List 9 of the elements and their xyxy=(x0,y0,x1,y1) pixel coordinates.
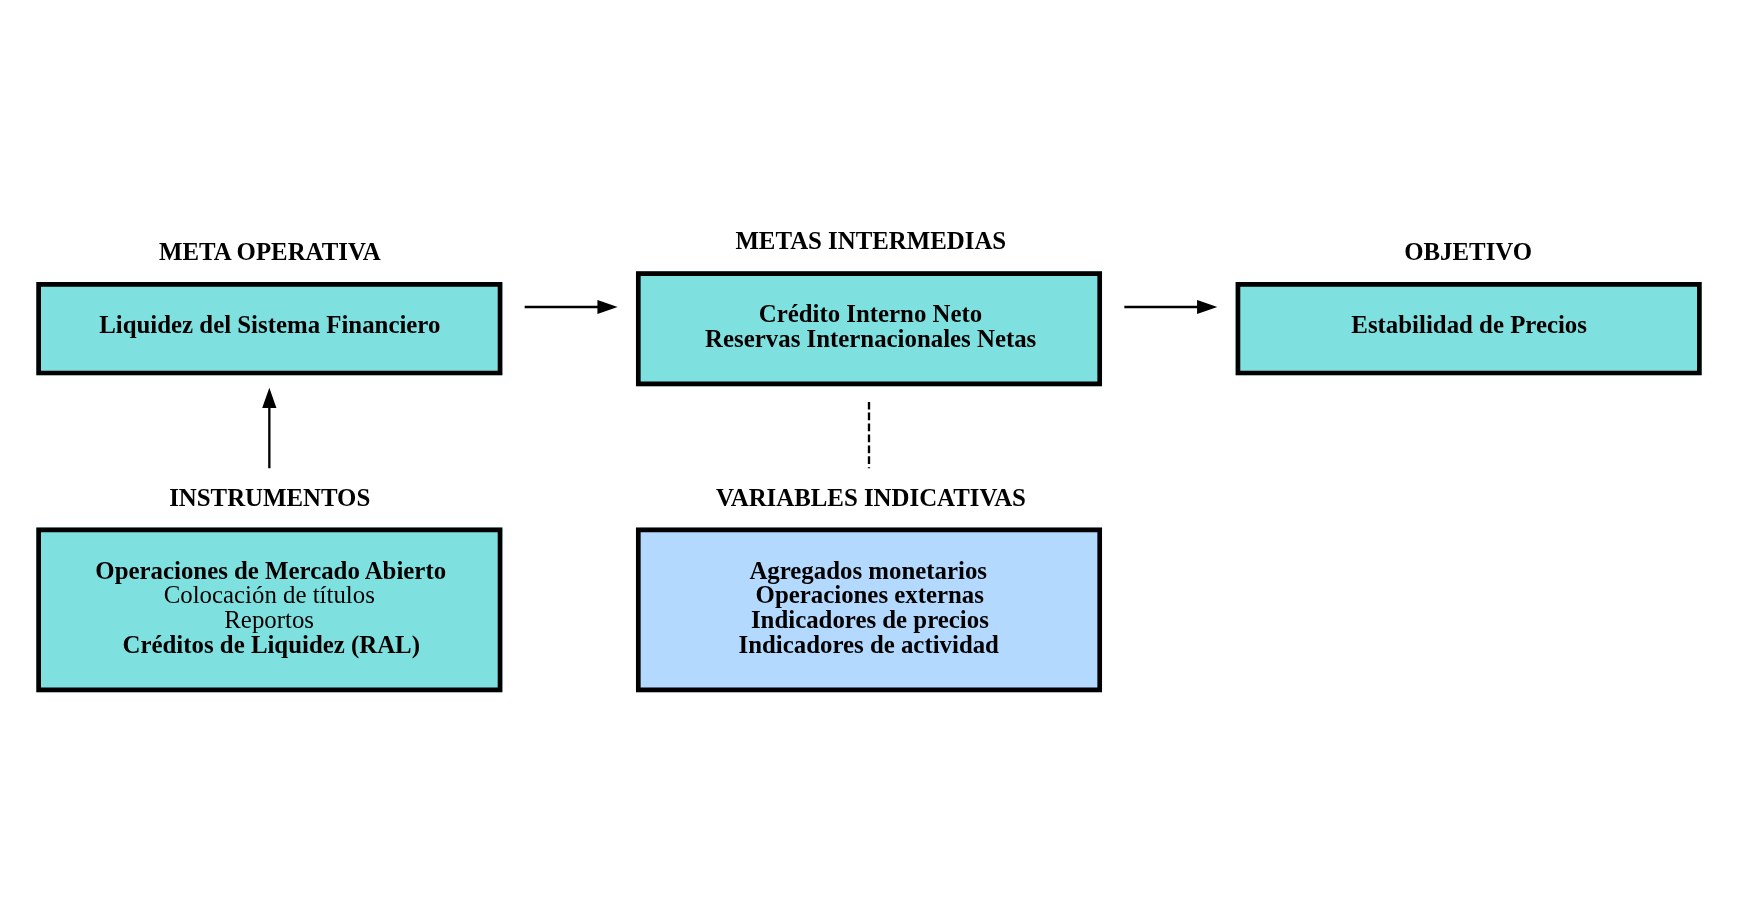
node-label: OBJETIVO xyxy=(1404,238,1533,266)
node-label: META OPERATIVA xyxy=(159,238,381,266)
connector xyxy=(867,401,871,469)
arrow xyxy=(262,387,277,469)
node-label: INSTRUMENTOS xyxy=(169,483,371,511)
node-label: VARIABLES INDICATIVAS xyxy=(715,483,1026,511)
node-label: METAS INTERMEDIAS xyxy=(735,227,1007,255)
arrow xyxy=(1124,299,1218,315)
arrow xyxy=(524,299,618,315)
